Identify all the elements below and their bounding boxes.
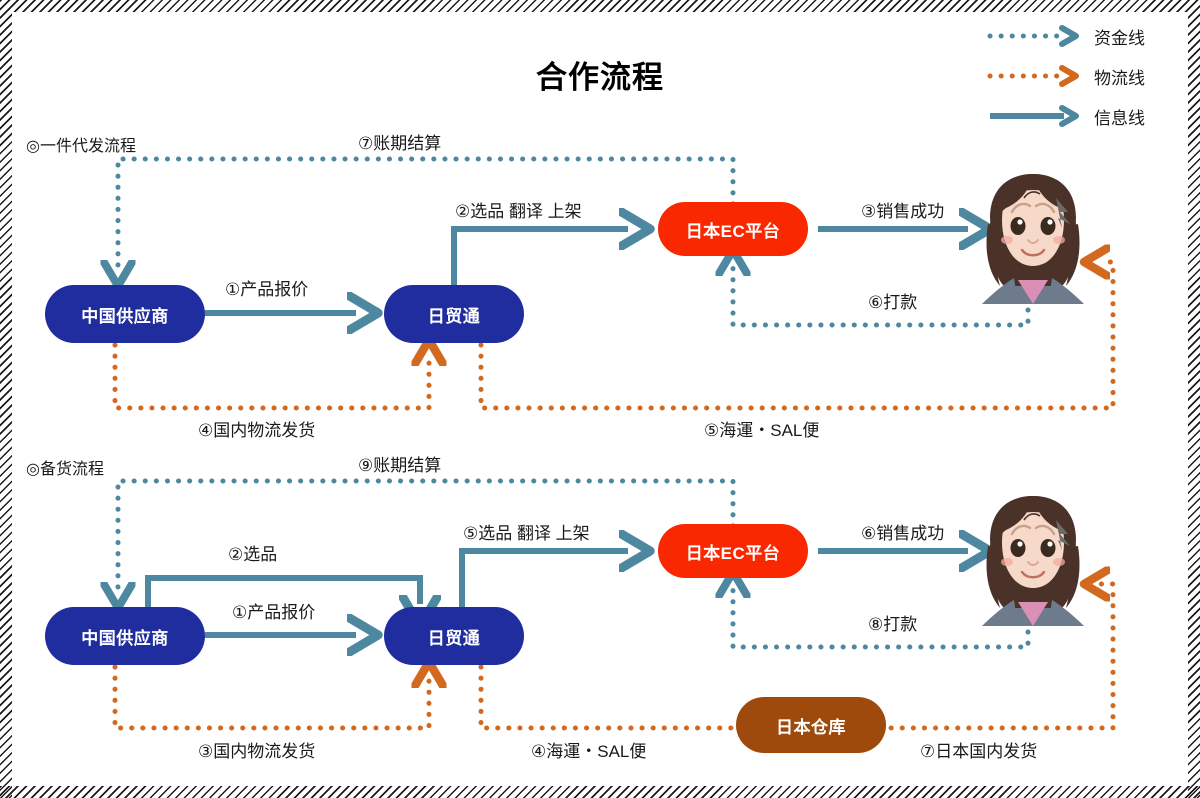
node-label: 日贸通 (427, 628, 481, 648)
dotted-arrow-icon (987, 65, 1079, 87)
legend-label-info: 信息线 (1094, 108, 1145, 128)
edge-label-r1-5: ⑤海運・SAL便 (704, 421, 820, 440)
legend: 资金线 物流线 信息线 (986, 16, 1186, 136)
hatch-border-bottom (0, 786, 1200, 798)
avatar-icon (982, 174, 1084, 304)
edge-label-r1-4: ④国内物流发货 (198, 421, 316, 440)
edge-label-r2-1: ①产品报价 (232, 603, 316, 622)
legend-item-logistics: 物流线 (986, 56, 1186, 96)
edge-r2-selection (145, 575, 420, 610)
node-r1-platform[interactable]: 日本EC平台 (658, 202, 808, 256)
node-label: 日贸通 (427, 306, 481, 326)
page-title: 合作流程 (536, 60, 664, 95)
edge-label-r1-2: ②选品 翻译 上架 (455, 202, 582, 221)
edge-label-r2-8: ⑧打款 (868, 615, 918, 634)
node-r1-supplier[interactable]: 中国供应商 (45, 285, 205, 343)
hatch-border-top (0, 0, 1200, 12)
node-r2-supplier[interactable]: 中国供应商 (45, 607, 205, 665)
hatch-border-right (1188, 0, 1200, 798)
dotted-arrow-icon (987, 25, 1079, 47)
edge-label-r1-3: ③销售成功 (861, 202, 945, 221)
edge-r2-domestic-logistics (112, 667, 429, 731)
edge-r1-domestic-logistics (112, 345, 429, 411)
edge-r2-settlement (118, 478, 736, 592)
customer-avatar (974, 168, 1092, 318)
legend-item-funds: 资金线 (986, 16, 1186, 56)
node-r2-agent[interactable]: 日贸通 (384, 607, 524, 665)
edge-label-r2-2: ②选品 (228, 545, 278, 564)
edge-label-r2-6: ⑥销售成功 (861, 524, 945, 543)
edge-label-r2-3: ③国内物流发货 (198, 742, 316, 761)
node-r2-platform[interactable]: 日本EC平台 (658, 524, 808, 578)
legend-label-funds: 资金线 (1094, 28, 1145, 48)
edge-r2-listing (459, 551, 628, 610)
edge-label-r2-9: ⑨账期结算 (358, 456, 442, 475)
customer-avatar (974, 490, 1092, 640)
legend-label-logistics: 物流线 (1094, 68, 1145, 88)
legend-item-info: 信息线 (986, 96, 1186, 136)
edge-r2-sea-sal (478, 664, 745, 731)
node-label: 日本仓库 (776, 717, 846, 737)
node-label: 日本EC平台 (685, 221, 781, 241)
node-r2-warehouse[interactable]: 日本仓库 (736, 697, 886, 753)
hatch-border-left (0, 0, 12, 798)
edge-label-r1-1: ①产品报价 (225, 280, 309, 299)
node-label: 中国供应商 (81, 306, 169, 326)
edge-label-r2-4: ④海運・SAL便 (531, 742, 647, 761)
avatar-icon (982, 496, 1084, 626)
edge-label-r2-7: ⑦日本国内发货 (920, 742, 1038, 761)
edge-r1-sea-sal (478, 262, 1116, 411)
node-r1-agent[interactable]: 日贸通 (384, 285, 524, 343)
edge-label-r1-7: ⑦账期结算 (358, 134, 442, 153)
edge-label-r1-6: ⑥打款 (868, 293, 918, 312)
edge-label-r2-5: ⑤选品 翻译 上架 (463, 524, 590, 543)
edge-r1-settlement (118, 156, 736, 270)
node-label: 中国供应商 (81, 628, 169, 648)
edge-r1-listing (451, 229, 628, 288)
solid-arrow-icon (990, 105, 1079, 127)
flow-1-heading: ◎一件代发流程 (26, 138, 136, 155)
node-label: 日本EC平台 (685, 543, 781, 563)
flow-2-heading: ◎备货流程 (26, 461, 104, 478)
